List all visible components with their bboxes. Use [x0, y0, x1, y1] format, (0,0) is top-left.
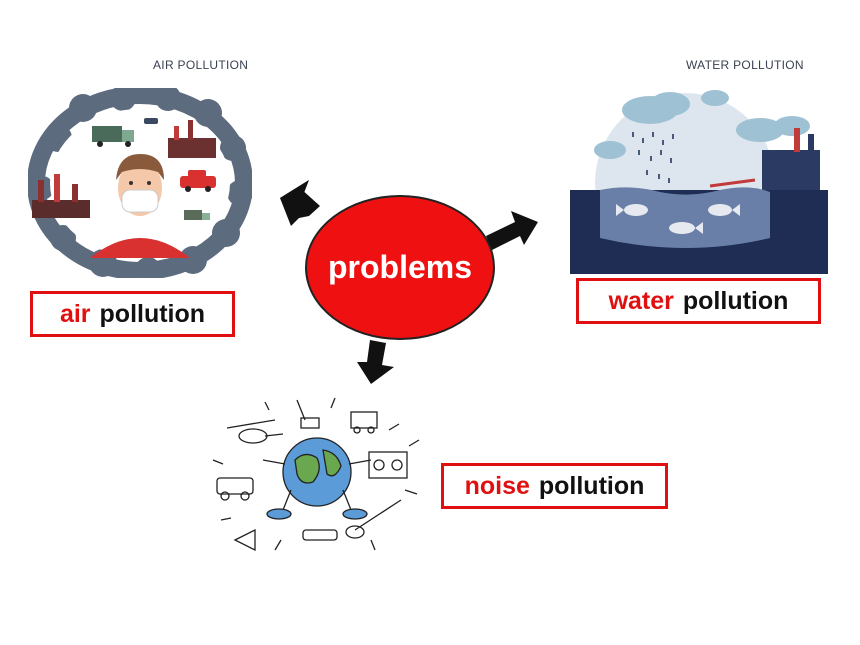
water-pollution-caption: WATER POLLUTION [686, 58, 804, 72]
helicopter-icon [226, 419, 284, 444]
noise-lines-icon [212, 397, 420, 551]
air-pollution-caption: AIR POLLUTION [153, 58, 249, 72]
arrow-to-noise-icon [357, 340, 394, 384]
air-pollution-label: air pollution [30, 291, 235, 337]
lawnmower-icon [296, 399, 320, 429]
car-icon [216, 477, 254, 501]
car-icon [180, 170, 216, 192]
fish-icon [616, 204, 740, 234]
arrow-to-water-icon [486, 211, 538, 250]
problems-label: problems [327, 249, 473, 285]
water-pollution-illustration [570, 90, 828, 274]
factory-icon [168, 120, 216, 158]
water-pollution-word: pollution [682, 286, 789, 315]
car-icon [144, 118, 158, 124]
megaphone-icon [233, 528, 256, 552]
water-keyword: water [608, 286, 674, 315]
air-keyword: air [59, 299, 91, 328]
truck-icon [92, 126, 134, 147]
problems-node: problems [305, 195, 495, 340]
air-pollution-word: pollution [99, 299, 206, 328]
factory-icon [32, 174, 90, 218]
rain-icon [632, 132, 674, 183]
globe-icon [262, 437, 372, 520]
guitar-icon [345, 499, 402, 539]
truck-icon [184, 210, 210, 220]
noise-pollution-illustration [212, 397, 420, 552]
water-pollution-label: water pollution [576, 278, 821, 324]
arrow-to-air-icon [280, 180, 320, 226]
radio-icon [368, 451, 408, 479]
masked-person-icon [90, 154, 190, 258]
truck-icon [350, 411, 378, 434]
chainsaw-icon [302, 529, 338, 541]
factory-icon [762, 128, 820, 190]
noise-pollution-label: noise pollution [441, 463, 668, 509]
air-pollution-illustration [28, 88, 252, 278]
cloud-icon [594, 90, 810, 159]
noise-pollution-word: pollution [538, 471, 645, 500]
noise-keyword: noise [464, 471, 530, 500]
